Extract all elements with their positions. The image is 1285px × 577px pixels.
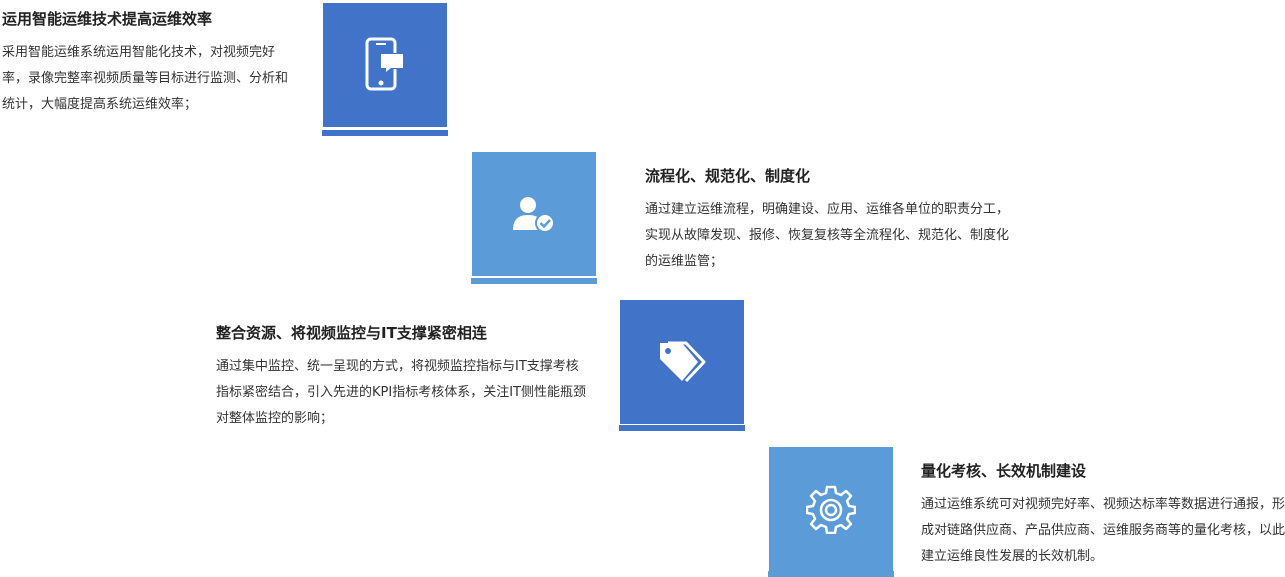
item-2-bar (471, 278, 597, 284)
gear-icon (806, 485, 856, 534)
item-1-title: 运用智能运维技术提高运维效率 (2, 10, 213, 28)
item-4-bar (768, 571, 894, 577)
item-1-description: 采用智能运维系统运用智能化技术，对视频完好率，录像完整率视频质量等目标进行监测、… (2, 45, 289, 112)
item-1-bar (322, 130, 448, 136)
item-2-title: 流程化、规范化、制度化 (645, 167, 811, 185)
item-2-description: 通过建立运维流程，明确建设、应用、运维各单位的职责分工，实现从故障发现、报修、恢… (645, 202, 1010, 269)
user-check-icon (513, 197, 555, 233)
item-3-bar (619, 425, 745, 431)
item-4-title: 量化考核、长效机制建设 (921, 462, 1087, 480)
item-2-tile (472, 152, 596, 276)
item-4-tile (769, 447, 893, 571)
item-1-tile (323, 3, 447, 127)
tags-icon (660, 341, 706, 383)
mobile-message-icon (365, 37, 403, 91)
item-3-title: 整合资源、将视频监控与IT支撑紧密相连 (216, 324, 487, 342)
item-4-description: 通过运维系统可对视频完好率、视频达标率等数据进行通报，形成对链路供应商、产品供应… (921, 497, 1285, 564)
item-3-tile (620, 300, 744, 424)
item-3-description: 通过集中监控、统一呈现的方式，将视频监控指标与IT支撑考核指标紧密结合，引入先进… (216, 359, 586, 426)
